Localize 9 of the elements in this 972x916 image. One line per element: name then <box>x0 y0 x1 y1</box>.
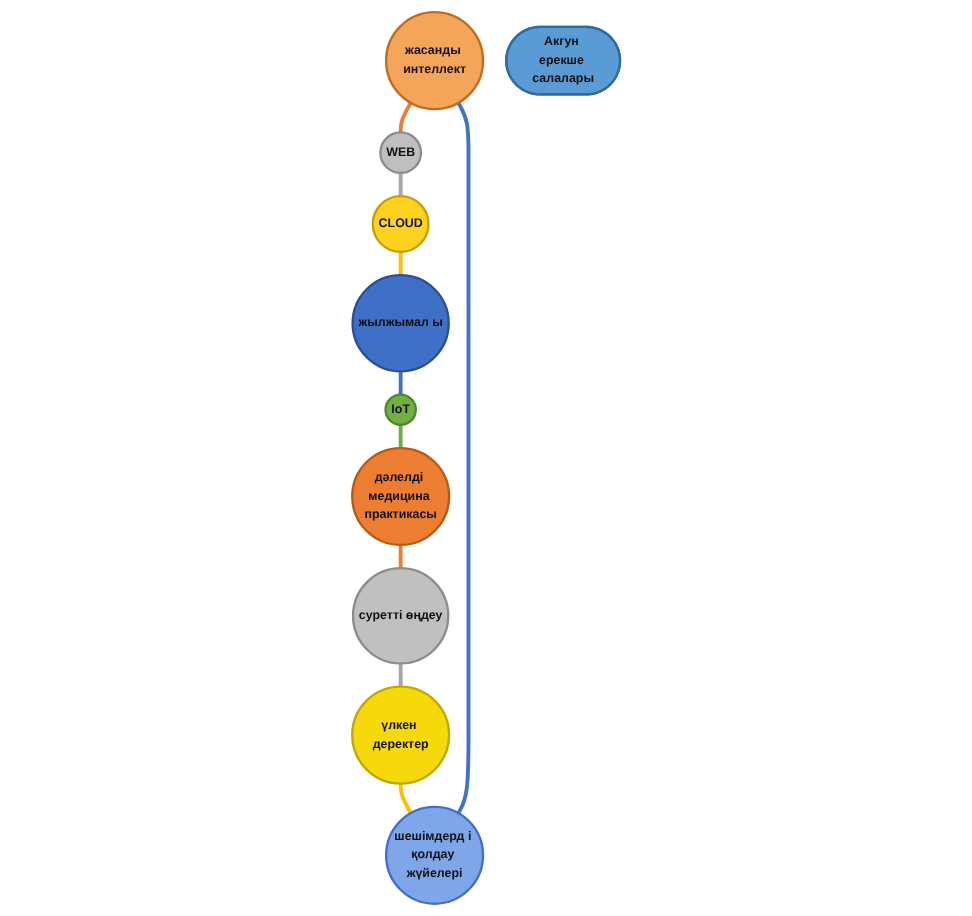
connector <box>398 172 403 197</box>
connector <box>398 101 413 133</box>
connector <box>398 544 403 569</box>
connector <box>398 251 403 276</box>
connector <box>456 101 471 815</box>
connector <box>398 424 403 449</box>
connector <box>398 783 413 815</box>
connector <box>398 663 403 687</box>
connector <box>398 371 403 395</box>
